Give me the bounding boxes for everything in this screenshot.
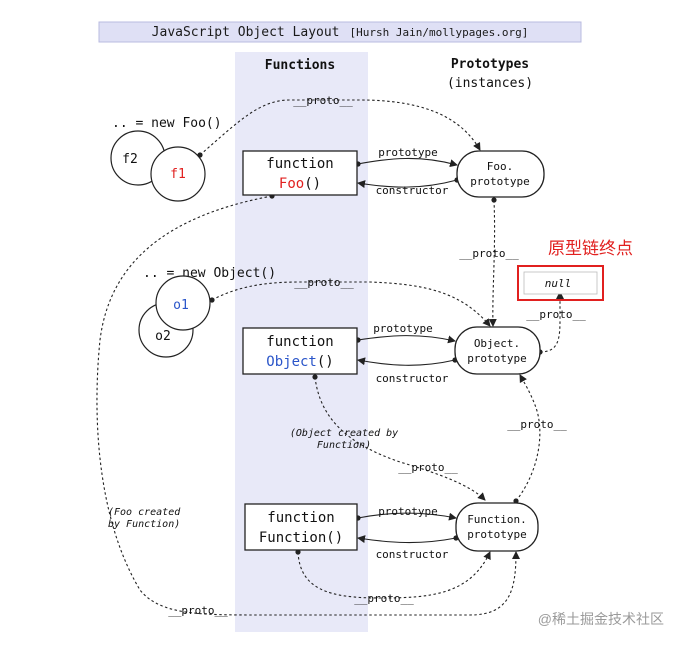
object-function-name-line: Object() bbox=[266, 354, 333, 370]
object-function-parens: () bbox=[317, 354, 334, 370]
foo-prototype-line1: Foo. bbox=[487, 160, 514, 173]
label-fooproto-proto: __proto__ bbox=[459, 247, 519, 260]
foo-created-note-line1: (Foo created bbox=[108, 507, 181, 518]
function-prototype-line2: prototype bbox=[467, 528, 527, 541]
label-object-proto: __proto__ bbox=[398, 461, 458, 474]
label-objectproto-proto: __proto__ bbox=[526, 308, 586, 321]
edge-object-prototype bbox=[355, 335, 456, 344]
edge-foo-proto bbox=[96, 193, 520, 616]
foo-function-name-line: Foo() bbox=[279, 176, 321, 192]
label-foo-prototype: prototype bbox=[378, 146, 438, 159]
label-foo-proto: __proto__ bbox=[168, 604, 228, 617]
object-prototype-line2: prototype bbox=[467, 352, 527, 365]
object-prototype-node bbox=[454, 326, 541, 375]
label-object-constructor: constructor bbox=[376, 372, 449, 385]
label-function-proto: __proto__ bbox=[354, 592, 414, 605]
foo-function-name: Foo bbox=[279, 176, 304, 192]
foo-function-keyword: function bbox=[266, 156, 333, 172]
label-f1-proto: __proto__ bbox=[293, 94, 353, 107]
prototypes-subheading: (instances) bbox=[447, 76, 533, 91]
null-node bbox=[523, 271, 598, 295]
object-function-box bbox=[242, 327, 358, 375]
header-source: [Hursh Jain/mollypages.org] bbox=[350, 26, 529, 39]
prototype-chain-end-annotation: 原型链终点 bbox=[548, 239, 633, 258]
label-functionproto-proto: __proto__ bbox=[507, 418, 567, 431]
function-prototype-line1: Function. bbox=[467, 513, 527, 526]
label-function-constructor: constructor bbox=[376, 548, 449, 561]
header-title: JavaScript Object Layout bbox=[152, 25, 340, 40]
edge-foo-constructor bbox=[357, 177, 460, 189]
foo-prototype-node bbox=[456, 150, 545, 198]
label-object-prototype: prototype bbox=[373, 322, 433, 335]
o1-label: o1 bbox=[173, 298, 189, 313]
foo-function-box bbox=[242, 150, 358, 196]
edge-f1-proto bbox=[197, 99, 481, 158]
prototypes-heading: Prototypes bbox=[451, 57, 529, 72]
header-band bbox=[98, 21, 582, 43]
function-function-name: Function() bbox=[259, 530, 343, 546]
foo-created-note-line2: by Function) bbox=[108, 519, 180, 530]
object-function-keyword: function bbox=[266, 334, 333, 350]
watermark: @稀土掘金技术社区 bbox=[538, 611, 664, 627]
o2-label: o2 bbox=[155, 329, 171, 344]
function-function-keyword: function bbox=[267, 510, 334, 526]
o1-node bbox=[155, 275, 211, 331]
edge-object-constructor bbox=[357, 357, 458, 366]
foo-prototype-line2: prototype bbox=[470, 175, 530, 188]
label-o1-proto: __proto__ bbox=[294, 276, 354, 289]
edge-function-proto bbox=[295, 549, 491, 599]
f2-label: f2 bbox=[122, 152, 138, 167]
f1-node bbox=[150, 146, 206, 202]
null-highlight-box bbox=[517, 265, 604, 301]
label-foo-constructor: constructor bbox=[376, 184, 449, 197]
label-function-prototype: prototype bbox=[378, 505, 438, 518]
functions-heading: Functions bbox=[265, 58, 335, 73]
header-title-line: JavaScript Object Layout [Hursh Jain/mol… bbox=[152, 23, 529, 40]
edge-function-constructor bbox=[357, 535, 459, 544]
f1-label: f1 bbox=[170, 167, 186, 182]
object-created-note-line2: Function) bbox=[317, 440, 371, 451]
edge-fooproto-proto bbox=[488, 197, 497, 327]
object-instance-expression: .. = new Object() bbox=[143, 266, 276, 281]
edge-foo-prototype bbox=[355, 157, 458, 168]
null-label: null bbox=[545, 277, 572, 290]
foo-function-parens: () bbox=[304, 176, 321, 192]
function-function-box bbox=[244, 503, 358, 551]
edge-objectproto-proto bbox=[537, 291, 564, 355]
foo-instance-expression: .. = new Foo() bbox=[112, 116, 222, 131]
object-created-note-line1: (Object created by bbox=[290, 428, 398, 439]
function-prototype-node bbox=[455, 502, 539, 552]
object-function-name: Object bbox=[266, 354, 317, 370]
edge-functionproto-proto bbox=[513, 374, 541, 504]
object-prototype-line1: Object. bbox=[474, 337, 520, 350]
